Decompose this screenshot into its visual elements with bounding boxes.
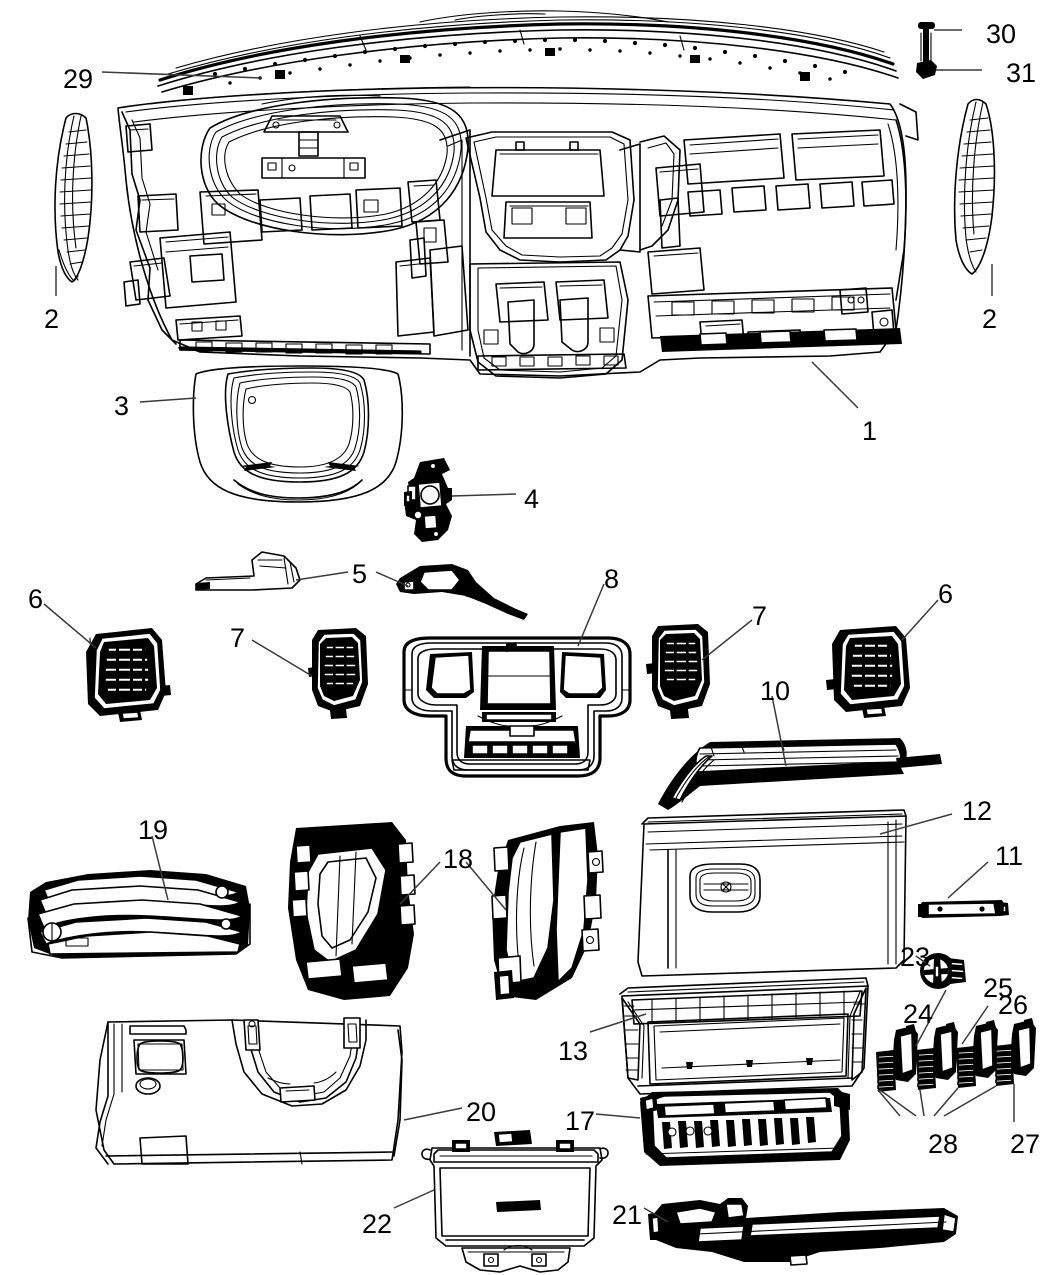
callout-30[interactable]: 30 — [986, 19, 1017, 49]
leader-28-c — [933, 1087, 959, 1117]
leader-6-right — [901, 599, 939, 641]
part-clip-fastener-c — [956, 1020, 998, 1088]
leader-5-a — [295, 571, 349, 581]
part-defroster-grille-left — [54, 112, 93, 283]
part-push-pin-retainer — [916, 60, 937, 79]
leader-7-right — [701, 619, 753, 661]
callout-21[interactable]: 21 — [612, 1200, 643, 1230]
callout-6-left[interactable]: 6 — [28, 584, 44, 614]
callout-27[interactable]: 27 — [1010, 1129, 1041, 1159]
leader-6-left — [43, 603, 97, 649]
leader-28-d — [943, 1085, 997, 1117]
leader-13 — [589, 1013, 647, 1033]
leader-8 — [577, 583, 605, 647]
part-clip-fastener-a — [876, 1024, 918, 1092]
part-instrument-panel-base — [117, 86, 919, 379]
callout-1[interactable]: 1 — [862, 416, 878, 446]
part-defroster-grille-upper — [157, 10, 899, 95]
part-defroster-grille-right — [953, 98, 996, 275]
leader-lines — [43, 29, 1015, 1223]
leader-28-b — [919, 1089, 925, 1117]
callout-24[interactable]: 24 — [903, 999, 934, 1029]
leader-10 — [771, 695, 787, 767]
callout-26[interactable]: 26 — [998, 990, 1029, 1020]
part-knee-bolster-lower-panel — [95, 1017, 403, 1165]
part-clip-fastener-b — [916, 1022, 958, 1090]
callout-25[interactable]: 25 — [983, 973, 1014, 1003]
part-striker-bracket — [918, 900, 1009, 918]
callout-12[interactable]: 12 — [962, 796, 993, 826]
part-lower-storage-module — [640, 1088, 850, 1166]
part-upper-glove-box-trim — [658, 738, 942, 810]
leader-12 — [879, 813, 953, 835]
leader-23 — [915, 955, 931, 967]
callout-13[interactable]: 13 — [558, 1036, 589, 1066]
part-hood-release-handle — [396, 564, 528, 620]
callout-4[interactable]: 4 — [524, 484, 540, 514]
callout-10[interactable]: 10 — [760, 676, 791, 706]
leader-17 — [595, 1113, 641, 1119]
leader-18-a — [399, 861, 441, 905]
callout-5[interactable]: 5 — [352, 559, 368, 589]
leader-26 — [961, 1005, 989, 1045]
leader-25 — [915, 989, 947, 1047]
part-duct-assembly — [648, 1198, 958, 1266]
callout-11[interactable]: 11 — [995, 841, 1024, 871]
part-clip-fastener-d — [994, 1018, 1036, 1086]
part-side-cowl-trim-right — [491, 822, 604, 1000]
leader-29 — [101, 71, 263, 79]
callout-7-left[interactable]: 7 — [230, 623, 246, 653]
callout-18[interactable]: 18 — [443, 844, 474, 874]
part-air-vent-center-left — [308, 628, 368, 719]
callout-31[interactable]: 31 — [1006, 58, 1037, 88]
part-reinforcement-beam — [27, 870, 251, 959]
part-air-vent-outboard-left — [86, 628, 171, 722]
callout-6-right[interactable]: 6 — [938, 579, 954, 609]
leader-3 — [139, 397, 197, 403]
callout-3[interactable]: 3 — [114, 391, 130, 421]
callout-20[interactable]: 20 — [466, 1097, 497, 1127]
leader-20 — [403, 1107, 463, 1121]
part-cluster-bezel — [192, 365, 404, 503]
leader-5-b — [375, 571, 409, 587]
leader-22 — [393, 1189, 435, 1209]
callout-2-right[interactable]: 2 — [982, 304, 998, 334]
callout-2-left[interactable]: 2 — [44, 304, 60, 334]
leader-1 — [811, 361, 859, 409]
leader-19 — [151, 835, 169, 901]
callout-23[interactable]: 23 — [900, 942, 931, 972]
part-glove-box-bin — [619, 977, 869, 1095]
callout-28[interactable]: 28 — [928, 1129, 959, 1159]
callout-22[interactable]: 22 — [362, 1209, 393, 1239]
leader-24 — [877, 1089, 901, 1117]
callout-29[interactable]: 29 — [63, 64, 94, 94]
leader-21 — [643, 1207, 669, 1223]
part-side-cowl-trim-left — [288, 822, 416, 1000]
part-storage-bin-door — [421, 1130, 609, 1273]
part-glove-box-door — [637, 809, 907, 977]
callout-7-right[interactable]: 7 — [752, 601, 768, 631]
callout-19[interactable]: 19 — [138, 815, 169, 845]
leader-28-a — [879, 1089, 917, 1117]
part-air-vent-outboard-right — [826, 626, 910, 718]
part-bracket-module — [404, 458, 452, 542]
part-air-vent-center-right — [646, 624, 710, 719]
leader-11 — [947, 861, 989, 899]
leader-7-left — [251, 639, 313, 677]
callout-8[interactable]: 8 — [604, 564, 620, 594]
leader-4 — [451, 493, 517, 497]
part-lock-cylinder — [920, 953, 966, 989]
leader-18-b — [465, 861, 507, 911]
part-trim-cover-left — [195, 551, 301, 591]
part-center-stack-bezel — [402, 636, 632, 778]
callout-17[interactable]: 17 — [565, 1106, 596, 1136]
